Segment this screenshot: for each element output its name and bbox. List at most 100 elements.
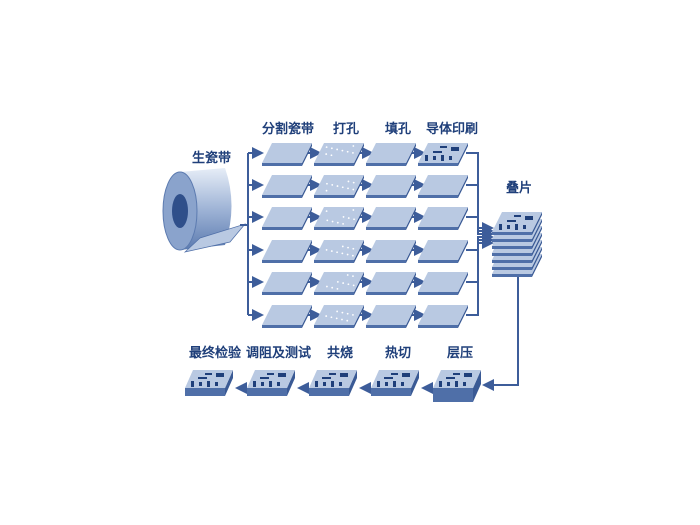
conductor-trace — [455, 381, 458, 387]
via-hole — [352, 275, 354, 278]
sheet-top — [262, 272, 312, 292]
via-hole — [325, 249, 328, 251]
fan-out-line — [240, 153, 249, 315]
sheet-r4-c2 — [314, 240, 364, 263]
via-hole — [325, 189, 328, 192]
sheet-side — [302, 305, 312, 328]
sheet-edge — [492, 232, 532, 235]
sheet-r2-c2 — [314, 175, 364, 198]
sheet-side — [302, 240, 312, 263]
sheet-top — [314, 240, 364, 260]
via-hole — [330, 250, 333, 252]
block-front — [309, 388, 349, 396]
sheet-edge — [418, 163, 458, 166]
sheet-edge — [314, 227, 354, 230]
sheet-side — [354, 175, 364, 198]
conductor-trace — [207, 381, 210, 387]
sheet-side — [458, 272, 468, 295]
via-hole — [330, 147, 333, 150]
sheet-top — [418, 207, 468, 227]
sheet-top — [366, 305, 416, 325]
sheet-edge — [314, 195, 354, 198]
conductor-pad — [451, 147, 459, 151]
sheet-top — [262, 240, 312, 260]
conductor-pad — [464, 373, 472, 377]
via-hole — [330, 154, 333, 157]
component-block — [185, 370, 233, 396]
sheet-side — [406, 207, 416, 230]
sheet-r1-c3 — [366, 143, 416, 166]
conductor-trace — [322, 377, 331, 379]
via-hole — [352, 314, 354, 316]
stack-layer-1 — [492, 212, 542, 235]
sheet-side — [532, 212, 542, 235]
sheet-top — [418, 272, 468, 292]
via-hole — [342, 222, 344, 225]
conductor-trace — [463, 382, 466, 386]
conductor-trace — [267, 373, 274, 375]
sheet-edge — [366, 260, 406, 263]
via-hole — [326, 285, 328, 288]
conductor-trace — [377, 381, 380, 387]
via-hole — [336, 281, 339, 283]
sheet-edge — [262, 195, 302, 198]
via-hole — [341, 311, 344, 314]
sheet-r4-c3 — [366, 240, 416, 263]
sheet-edge — [314, 292, 354, 295]
via-hole — [342, 216, 345, 218]
sheet-edge — [418, 195, 458, 198]
conductor-trace — [198, 377, 207, 379]
sheet-r4-c4 — [418, 240, 468, 263]
via-hole — [325, 146, 328, 149]
sheet-r1-c2 — [314, 143, 364, 166]
via-hole — [347, 187, 349, 190]
sheet-top — [314, 305, 364, 325]
sheet-side — [302, 143, 312, 166]
via-hole — [336, 221, 339, 224]
sheet-r6-c3 — [366, 305, 416, 328]
via-hole — [336, 251, 338, 254]
sheet-top — [366, 207, 416, 227]
via-hole — [326, 182, 328, 185]
sheet-side — [406, 305, 416, 328]
label-cofire: 共烧 — [327, 345, 353, 361]
conductor-trace — [507, 225, 510, 229]
component-block — [433, 370, 481, 402]
via-hole — [352, 152, 354, 154]
conductor-trace — [449, 156, 452, 160]
conductor-trace — [261, 382, 264, 386]
flow-arrows — [235, 147, 519, 394]
sheet-top — [366, 240, 416, 260]
sheet-r2-c1 — [262, 175, 312, 198]
conductor-trace — [339, 382, 342, 386]
sheet-side — [458, 207, 468, 230]
via-hole — [346, 274, 349, 276]
sheet-edge — [418, 260, 458, 263]
sheet-side — [458, 305, 468, 328]
block-side — [473, 370, 481, 402]
conductor-trace — [215, 382, 218, 386]
sheet-edge — [418, 325, 458, 328]
sheet-side — [302, 272, 312, 295]
sheet-side — [406, 175, 416, 198]
arrow-to-lamination — [482, 272, 519, 391]
via-hole — [341, 252, 344, 255]
sheet-top — [262, 207, 312, 227]
sheet-r5-c2 — [314, 272, 364, 295]
sheet-top — [418, 240, 468, 260]
via-hole — [347, 283, 350, 286]
via-hole — [341, 245, 344, 248]
via-hole — [336, 310, 339, 313]
via-hole — [352, 247, 355, 250]
via-hole — [346, 150, 349, 153]
label-stacking: 叠片 — [506, 180, 532, 196]
conductor-trace — [499, 224, 502, 230]
conductor-trace — [401, 382, 404, 386]
conductor-pad — [216, 373, 224, 377]
sheet-side — [354, 272, 364, 295]
conductor-pad — [525, 216, 533, 220]
sheet-edge — [262, 260, 302, 263]
via-hole — [341, 186, 344, 189]
block-front — [185, 388, 225, 396]
